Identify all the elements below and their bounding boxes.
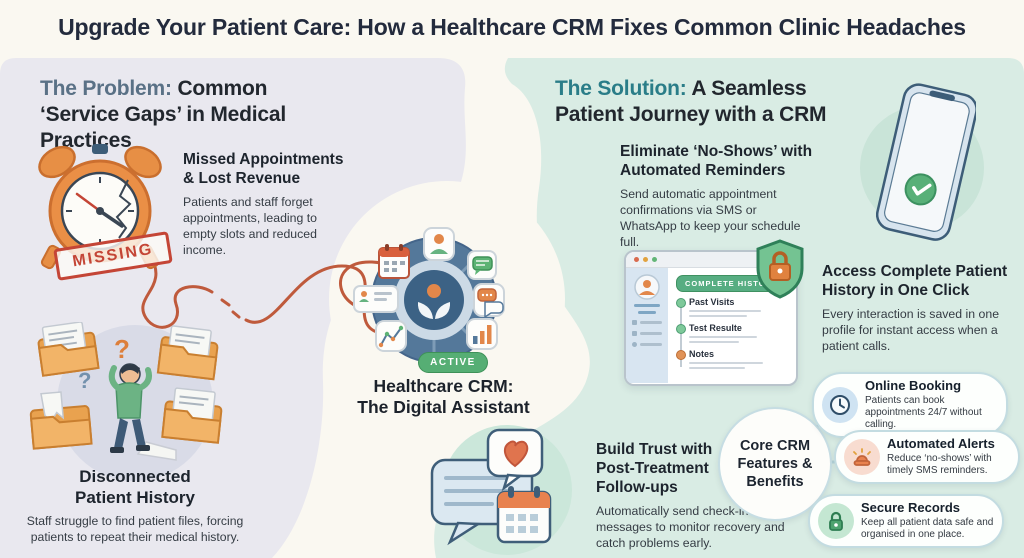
solution-heading-rest: A Seamless Patient Journey with a CRM [555,77,827,126]
solution-heading-accent: The Solution: [555,77,687,100]
window-dot-icon [652,257,657,262]
disconnected-history-title: Disconnected Patient History [75,467,195,507]
eliminate-noshows-body: Send automatic appointment confirmations… [620,187,801,249]
window-dot-icon [643,257,648,262]
disconnected-history-body: Staff struggle to find patient files, fo… [26,514,244,544]
window-titlebar [626,252,796,268]
heart-bubble-icon [486,428,544,492]
patient-care-icon [417,284,451,319]
hub-caption-line1: Healthcare CRM: [373,376,514,396]
question-mark-icon: ? [78,368,91,393]
check-icon [904,173,937,206]
feature-body: Keep all patient data safe and organised… [861,517,994,540]
window-dot-icon [634,257,639,262]
calendar-icon [378,244,410,279]
chat-bubble-icon [467,250,497,280]
crack-icon [115,179,132,239]
chat-double-icon [473,283,505,319]
feature-text: Secure Records Keep all patient data saf… [861,501,994,541]
security-shield-icon [756,239,804,299]
line-chart-icon [375,320,407,352]
person-icon [423,227,455,261]
feature-body: Reduce ‘no-shows’ with timely SMS remind… [887,453,992,476]
history-timeline: Past Visits Test Resulte Notes [676,297,790,369]
missed-appointments-block: Missed Appointments & Lost Revenue Patie… [183,150,353,258]
feature-automated-alerts: Automated Alerts Reduce ‘no-shows’ with … [834,430,1020,484]
siren-icon [844,439,880,475]
alarm-clock-illustration [38,144,162,270]
folder-icon [29,322,223,450]
page-title: Upgrade Your Patient Care: How a Healthc… [58,14,966,40]
solution-heading: The Solution: A Seamless Patient Journey… [555,76,850,128]
alarm-bells-icon [38,145,162,179]
timeline-dot-icon [676,350,686,360]
feature-text: Automated Alerts Reduce ‘no-shows’ with … [887,437,1010,477]
timeline-item: Past Visits [676,297,790,317]
window-sidebar [626,268,668,383]
lock-icon [818,503,854,539]
core-crm-circle: Core CRM Features & Benefits [718,407,832,521]
missed-appointments-title: Missed Appointments & Lost Revenue [183,151,344,187]
feature-body: Patients can book appointments 24/7 with… [865,395,982,430]
build-trust-block: Build Trust with Post-Treatment Follow-u… [596,440,785,551]
problem-heading-accent: The Problem: [40,77,172,100]
feature-online-booking: Online Booking Patients can book appoint… [812,372,1008,438]
eliminate-noshows-title: Eliminate ‘No-Shows’ with Automated Remi… [620,143,813,179]
access-history-block: Access Complete Patient History in One C… [822,262,1022,354]
timeline-item: Notes [676,349,790,369]
hub-caption-line2: The Digital Assistant [357,397,530,417]
build-trust-title: Build Trust with Post-Treatment Follow-u… [596,441,713,496]
active-badge: ACTIVE [418,352,488,373]
build-trust-body: Automatically send check-in messages to … [596,504,785,550]
calendar-icon [496,486,552,544]
access-history-body: Every interaction is saved in one profil… [822,307,1000,353]
access-history-title: Access Complete Patient History in One C… [822,263,1008,299]
core-crm-title: Core CRM Features & Benefits [737,438,813,490]
contact-card-icon [353,285,399,313]
timeline-item: Test Resulte [676,323,790,343]
feature-secure-records: Secure Records Keep all patient data saf… [808,494,1004,548]
eliminate-noshows-block: Eliminate ‘No-Shows’ with Automated Remi… [620,142,825,250]
feature-title: Secure Records [861,500,960,515]
avatar [634,274,660,300]
missed-appointments-body: Patients and staff forget appointments, … [183,195,317,257]
followup-chat-illustration [430,428,552,546]
feature-title: Online Booking [865,378,962,393]
timeline-dot-icon [676,324,686,334]
disconnected-files-illustration: ? ? [29,322,223,461]
timeline-dot-icon [676,298,686,308]
feature-title: Automated Alerts [887,436,995,451]
phone-illustration [876,83,976,241]
bar-chart-icon [466,318,498,350]
hub-caption: Healthcare CRM: The Digital Assistant [341,376,546,418]
feature-text: Online Booking Patients can book appoint… [865,379,998,431]
disconnected-history-block: Disconnected Patient History Staff strug… [10,466,260,545]
clock-icon [822,387,858,423]
confused-person-icon [108,363,177,461]
question-mark-icon: ? [114,334,130,364]
